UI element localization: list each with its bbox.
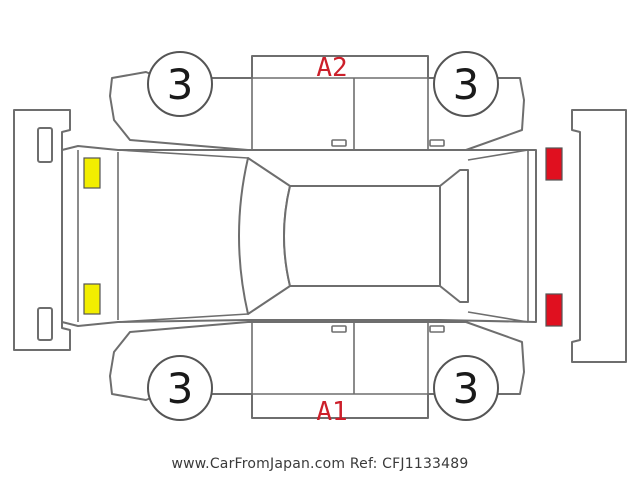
wheel-grade-front-right: 3 <box>453 60 480 109</box>
wheel-rear-left: 3 <box>147 355 213 421</box>
wheel-rear-right: 3 <box>433 355 499 421</box>
wheel-front-right: 3 <box>433 51 499 117</box>
car-side-bottom <box>109 321 525 419</box>
headlight-marker-lower <box>83 283 101 315</box>
headlights <box>83 157 101 315</box>
wheel-grade-front-left: 3 <box>167 60 194 109</box>
taillight-marker-upper <box>545 147 563 181</box>
car-side-top <box>109 55 525 151</box>
taillight-marker-lower <box>545 293 563 327</box>
damage-code-bottom: A1 <box>316 397 347 427</box>
car-body-top-view <box>61 145 537 327</box>
front-bumper <box>13 109 71 351</box>
wheel-grade-rear-right: 3 <box>453 364 480 413</box>
rear-bumper <box>571 109 627 363</box>
damage-code-top: A2 <box>316 53 347 83</box>
footer-credit: www.CarFromJapan.com Ref: CFJ1133489 <box>171 456 469 472</box>
wheel-grade-rear-left: 3 <box>167 364 194 413</box>
wheel-front-left: 3 <box>147 51 213 117</box>
taillights <box>545 147 563 327</box>
headlight-marker-upper <box>83 157 101 189</box>
